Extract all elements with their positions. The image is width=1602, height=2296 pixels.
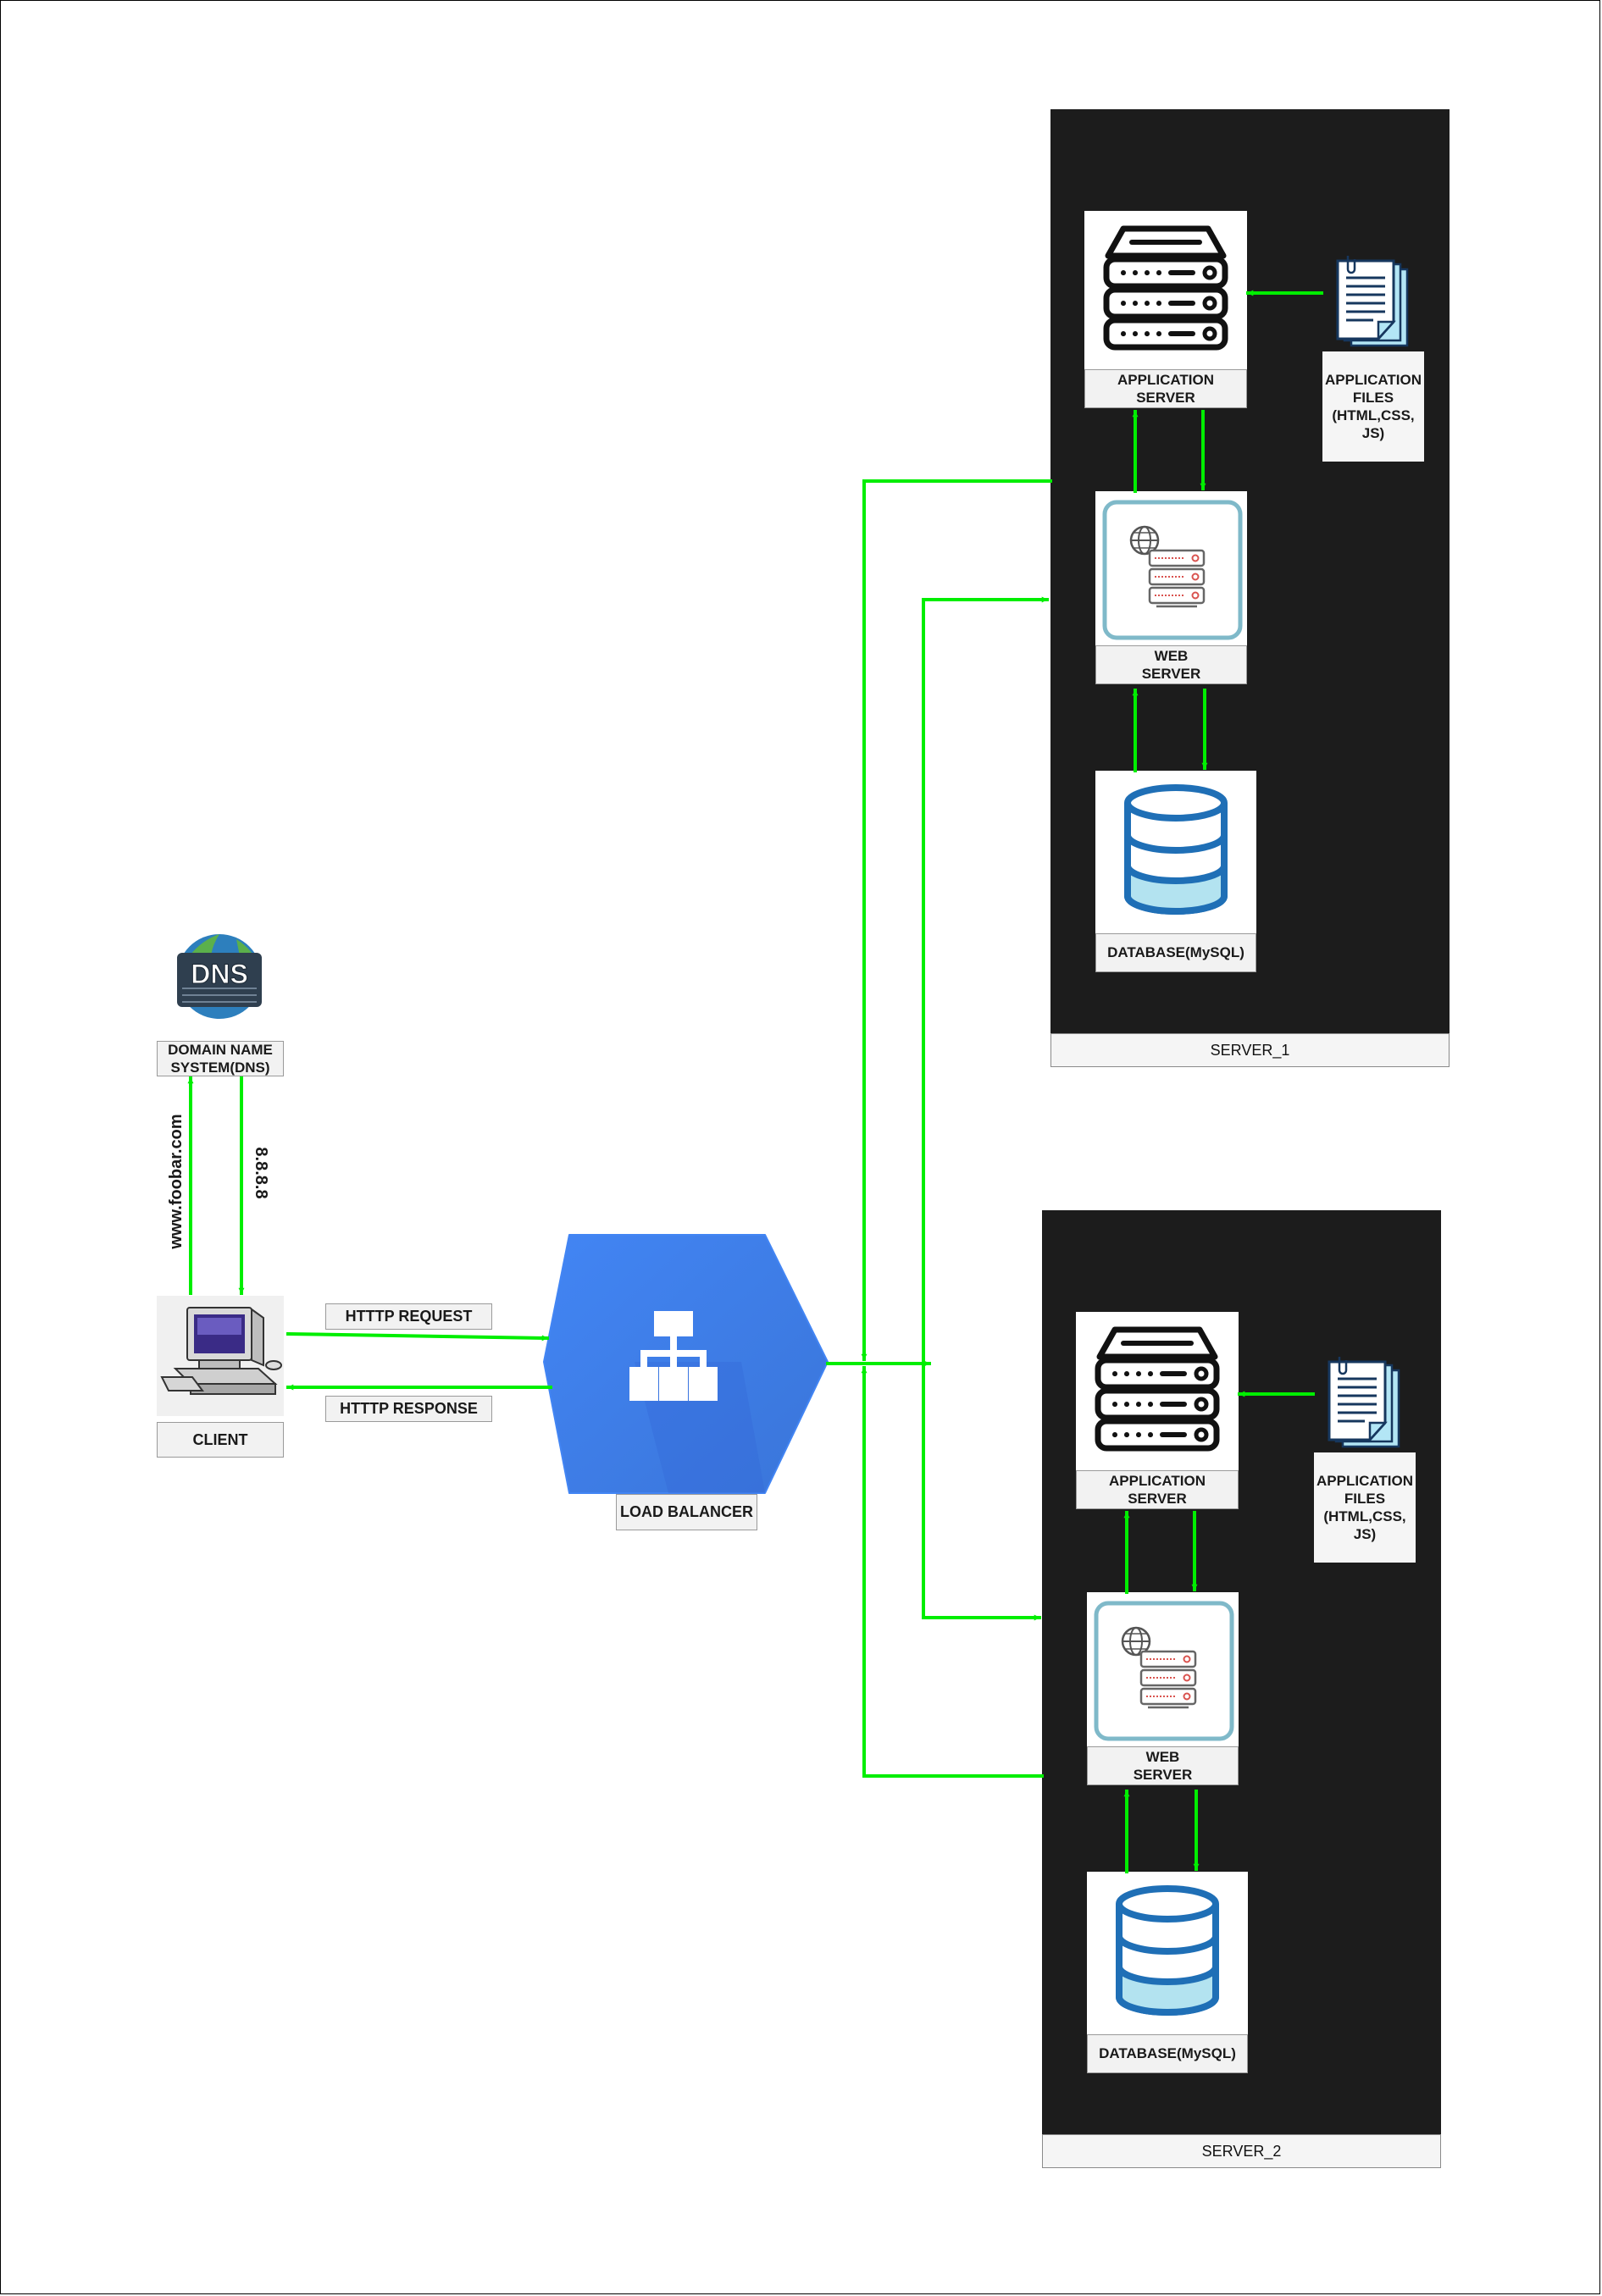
web-server-icon [1096, 1603, 1232, 1739]
server-rack-icon [1106, 229, 1225, 347]
database-icon [1119, 1889, 1216, 2012]
server-rack-icon [1098, 1330, 1217, 1448]
desktop-computer-icon [157, 1296, 284, 1416]
server-1-title: SERVER_1 [1050, 1033, 1450, 1067]
server-2-database-label: DATABASE(MySQL) [1087, 2034, 1248, 2073]
lb-to-server-2-arrow [922, 1362, 1041, 1621]
dns-query-label: www.foobar.com [166, 1114, 186, 1249]
server-2-app-files-label: APPLICATION FILES (HTML,CSS, JS) [1314, 1452, 1416, 1563]
server-2-to-lb-arrow [861, 1366, 1044, 1778]
server-1-app-server-label: APPLICATION SERVER [1084, 369, 1247, 408]
server-1-web-server-label: WEB SERVER [1095, 645, 1247, 684]
dns-icon-text: DNS [191, 959, 248, 989]
http-request-label: HTTTP REQUEST [325, 1303, 492, 1330]
client-label: CLIENT [157, 1422, 284, 1458]
dns-answer-label: 8.8.8.8 [252, 1147, 271, 1199]
server-2-web-server-label: WEB SERVER [1087, 1746, 1239, 1785]
dns-server-icon: DNS [177, 934, 262, 1019]
server-2-app-server-label: APPLICATION SERVER [1076, 1470, 1239, 1509]
dns-label: DOMAIN NAME SYSTEM(DNS) [157, 1041, 284, 1076]
lb-to-server-1-arrow [922, 596, 1049, 1365]
network-hierarchy-icon [543, 1234, 829, 1494]
http-request-arrow [285, 1331, 550, 1342]
http-response-label: HTTTP RESPONSE [325, 1396, 492, 1422]
server-1-to-lb-arrow [861, 479, 1052, 1361]
server-1-app-files-label: APPLICATION FILES (HTML,CSS, JS) [1322, 351, 1424, 462]
database-icon [1128, 788, 1224, 911]
server-1-database-label: DATABASE(MySQL) [1095, 933, 1256, 972]
web-server-icon [1105, 502, 1240, 638]
document-icon [1336, 254, 1409, 347]
load-balancer-label: LOAD BALANCER [616, 1494, 757, 1530]
server-2-title: SERVER_2 [1042, 2134, 1441, 2168]
document-icon [1328, 1355, 1400, 1448]
